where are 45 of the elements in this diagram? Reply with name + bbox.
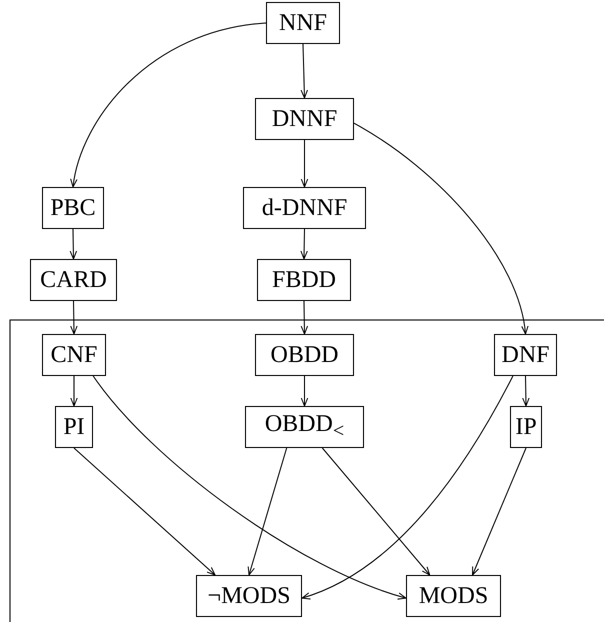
class-name: d-DNNF [262, 194, 348, 222]
class-box [266, 2, 340, 44]
class-name: CARD [40, 266, 107, 294]
arrow [248, 448, 288, 576]
arrow [354, 122, 528, 334]
class-name: PI [63, 414, 85, 440]
arrow [70, 22, 266, 188]
arrow [92, 376, 406, 600]
class-name: PBC [50, 194, 96, 222]
class-box [494, 334, 557, 376]
arrow [300, 44, 308, 98]
arrow [522, 376, 530, 406]
class-box [55, 406, 93, 448]
class-name: OBDD$_{<}$ [264, 411, 344, 443]
arrow [74, 448, 216, 576]
class-name: DNNF [272, 106, 338, 132]
arrow [70, 376, 78, 406]
class-box [255, 334, 354, 376]
arrow [322, 448, 430, 576]
arrow [300, 228, 308, 260]
class-box [255, 98, 354, 140]
class-box [510, 406, 542, 448]
class-box [245, 406, 364, 448]
class-box [42, 187, 104, 229]
class-box [196, 575, 302, 617]
class-name: FBDD [272, 266, 336, 294]
class-box [257, 259, 351, 301]
class-name: CNF [50, 342, 98, 368]
arrow [302, 376, 514, 599]
class-name: NNF [278, 10, 327, 36]
class-box [30, 259, 117, 301]
class-box [42, 334, 106, 376]
arrow [70, 300, 78, 334]
arrow [300, 140, 308, 188]
arrow [70, 228, 78, 260]
class-name: ¬MODS [208, 582, 290, 610]
arrow [472, 448, 526, 576]
class-name: MODS [418, 582, 488, 610]
class-name: OBDD [270, 342, 338, 368]
class-name: DNF [501, 342, 550, 368]
class-name: IP [515, 414, 537, 440]
class-box [406, 575, 501, 617]
arrow [300, 376, 308, 406]
arrow [300, 300, 308, 334]
class-box [243, 187, 366, 229]
